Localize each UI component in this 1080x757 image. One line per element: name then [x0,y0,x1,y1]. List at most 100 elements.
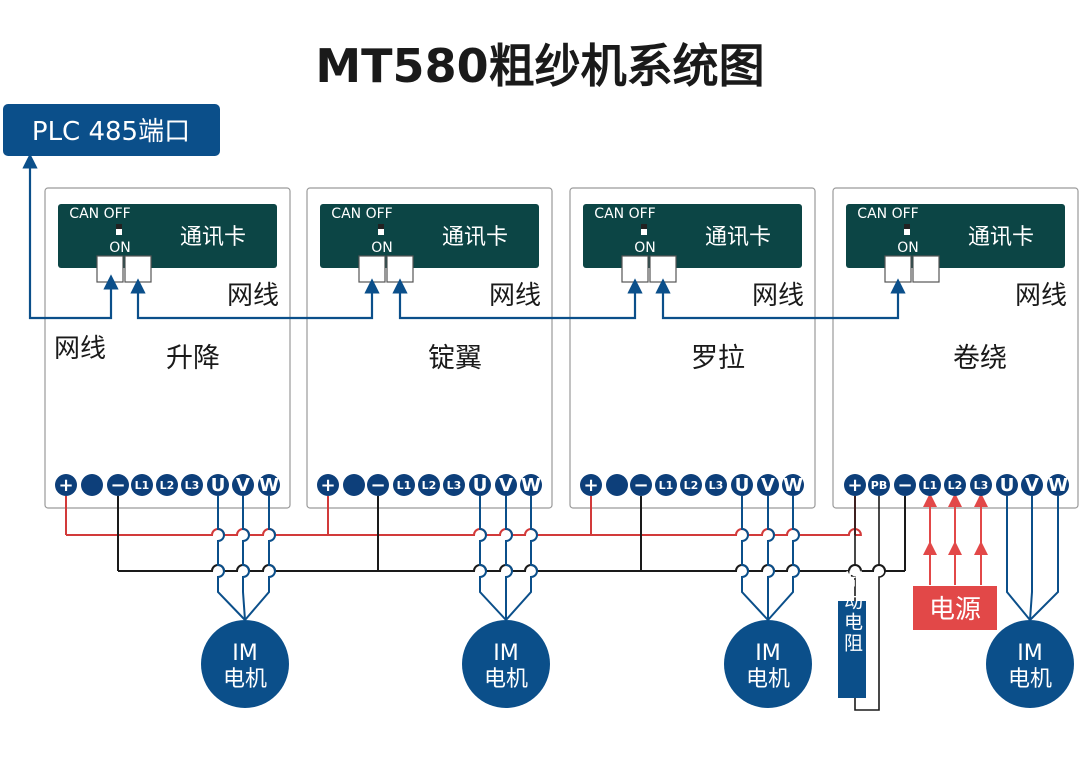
wiring: 制动电阻电源 [22,153,1059,711]
rj45-port-out [912,255,940,283]
rj45-port-in [96,255,124,283]
on-label: ON [371,240,393,256]
can-off-label: CAN OFF [857,206,918,222]
terminal-dot [367,474,389,496]
terminal-label: U [211,475,226,496]
terminal: + [317,474,339,496]
terminal-dot [705,474,727,496]
motor-label: 电机 [223,667,267,692]
terminal: − [630,474,652,496]
cable-label: 网线 [489,281,541,311]
terminal: U [996,474,1018,496]
motor-label: 电机 [484,667,528,692]
plc-port-box: PLC 485端口 [3,104,220,156]
dip-switch-lever [904,224,910,229]
terminal-label: U [1000,475,1015,496]
terminal: L3 [970,474,992,496]
terminal: W [1047,474,1069,496]
rj45-port-out [386,255,414,283]
terminal-dot [655,474,677,496]
rj45-port-in [884,255,912,283]
terminal-label: W [1048,475,1068,496]
motor-circle [724,620,812,708]
plc-port-label: PLC 485端口 [32,117,190,147]
terminal-label: + [847,475,862,496]
terminal-label: L1 [923,479,938,492]
terminal: L2 [680,474,702,496]
motor-type-label: IM [493,641,518,666]
motor-lead [217,496,246,621]
rj45-port-in [621,255,649,283]
terminal-dot [606,474,628,496]
motor-lead [242,496,250,621]
terminal-dot [894,474,916,496]
terminal: − [107,474,129,496]
brake-resistor: 制动电阻 [838,570,866,698]
terminal: V [495,474,517,496]
motor-lead [767,496,800,621]
terminal-dot [232,474,254,496]
motor-lead [1029,496,1059,621]
network-cable-plc [22,153,119,320]
terminal: + [580,474,602,496]
on-label: ON [634,240,656,256]
terminal-dot [131,474,153,496]
dip-switch-lever [378,224,384,229]
terminal-dot [996,474,1018,496]
terminal: U [469,474,491,496]
terminal-dot [844,474,866,496]
terminal-label: + [320,475,335,496]
terminal: W [520,474,542,496]
motor-type-label: IM [1017,641,1042,666]
terminal: V [757,474,779,496]
terminal-label: V [236,475,250,496]
motor-label: 电机 [1008,667,1052,692]
terminal [81,474,103,496]
motor-lead [505,496,538,621]
terminal-dot [782,474,804,496]
motor-circle [462,620,550,708]
terminal-label: L1 [397,479,412,492]
power-source-box [913,586,997,630]
cable-label: 网线 [227,281,279,311]
terminal-label: − [897,475,912,496]
terminal: + [844,474,866,496]
motor-type-label: IM [755,641,780,666]
unit-name: 卷绕 [953,343,1007,374]
terminal-label: L1 [659,479,674,492]
terminal: L1 [919,474,941,496]
terminal-dot [495,474,517,496]
terminal: W [258,474,280,496]
terminal: L3 [705,474,727,496]
network-cable-link [130,278,380,320]
terminal-label: L2 [948,479,963,492]
dip-switch-lever [641,224,647,229]
terminal-dot [469,474,491,496]
comm-card-label: 通讯卡 [442,225,508,250]
comm-card-label: 通讯卡 [180,225,246,250]
comm-card [583,204,802,268]
unit-name: 罗拉 [691,343,745,374]
terminal: L2 [156,474,178,496]
can-off-label: CAN OFF [594,206,655,222]
terminal: V [232,474,254,496]
terminal-dot [520,474,542,496]
terminal-dot [317,474,339,496]
dip-switch-icon [378,224,384,235]
terminal-label: − [633,475,648,496]
terminal-dot [443,474,465,496]
terminal: W [782,474,804,496]
terminal-dot [680,474,702,496]
comm-card-label: 通讯卡 [968,225,1034,250]
cable-label: 网线 [752,281,804,311]
terminal-dot [868,474,890,496]
on-label: ON [897,240,919,256]
